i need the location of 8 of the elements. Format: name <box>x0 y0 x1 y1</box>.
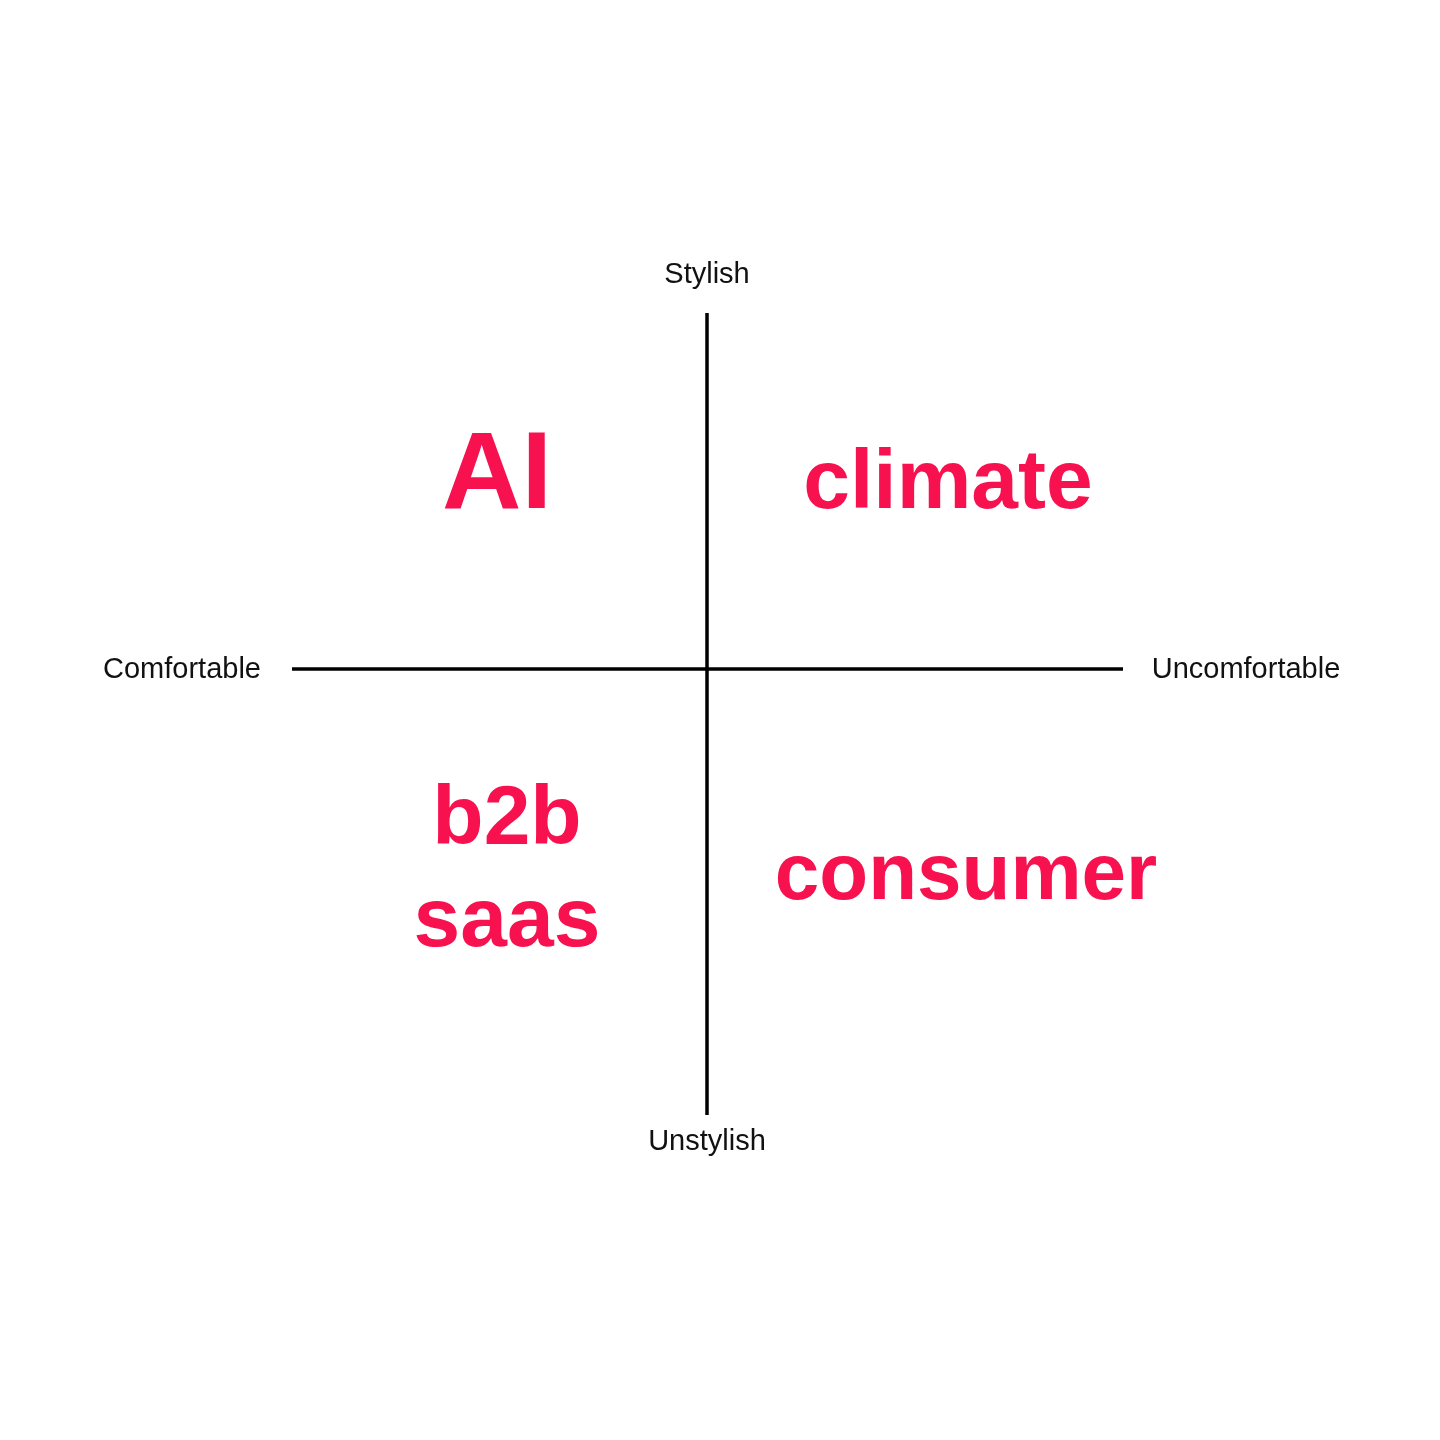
quadrant-label: b2b saas <box>412 766 602 966</box>
quadrant-label: AI <box>442 406 552 533</box>
axis-label: Stylish <box>664 257 750 291</box>
axis-label: Uncomfortable <box>1151 652 1341 686</box>
axis-label: Comfortable <box>103 652 261 686</box>
axis-label: Unstylish <box>648 1124 766 1158</box>
quadrant-label: consumer <box>774 826 1158 918</box>
quadrant-label: climate <box>803 430 1093 528</box>
